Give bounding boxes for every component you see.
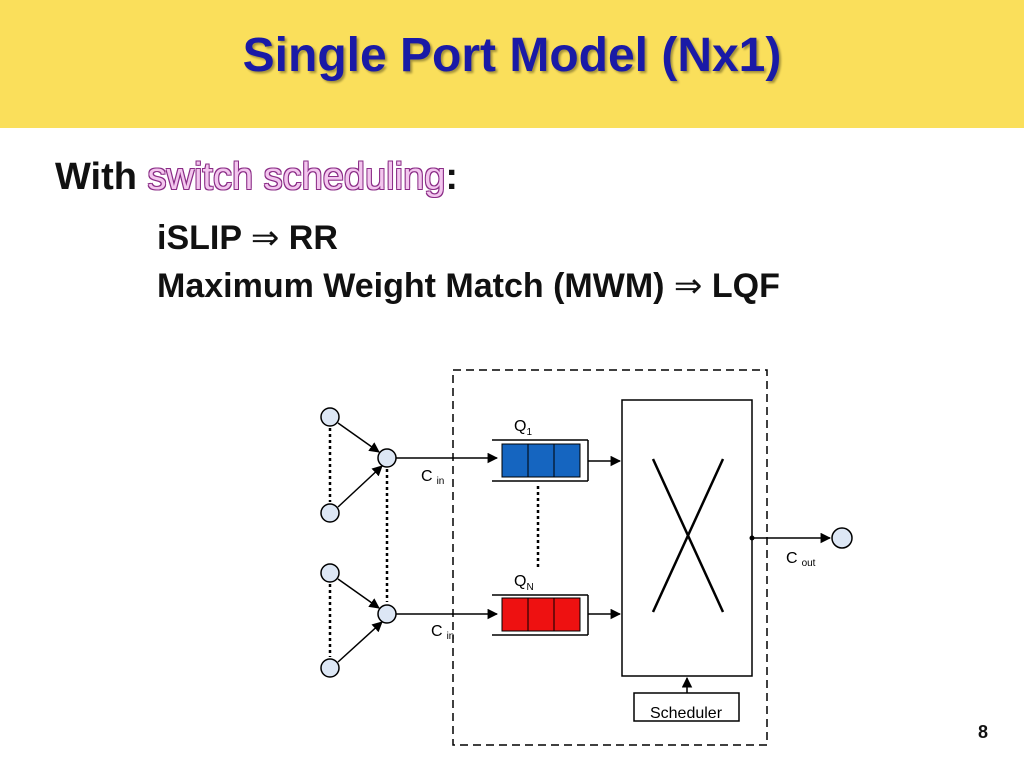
source-node (320, 658, 340, 678)
ellipsis-lines (328, 428, 540, 657)
with-suffix: : (445, 156, 458, 198)
aggregator-node (377, 604, 397, 624)
crossbar-input-arrows (588, 455, 622, 620)
input-nodes (320, 407, 853, 678)
scheduler-label: Scheduler (650, 705, 723, 722)
title-bar (0, 0, 1024, 128)
rr-text: RR (279, 219, 338, 257)
mwm-line: Maximum Weight Match (MWM) ⇒ LQF (157, 266, 780, 306)
with-line: With switch scheduling: (55, 156, 458, 199)
implies-arrow-icon: ⇒ (673, 267, 703, 305)
source-node (320, 503, 340, 523)
source-node (320, 563, 340, 583)
queue-q1 (492, 439, 589, 482)
islip-line: iSLIP ⇒ RR (157, 218, 338, 258)
output-node (831, 527, 853, 549)
mwm-text: Maximum Weight Match (MWM) (157, 267, 674, 305)
queue-qn-label: QN (514, 573, 534, 593)
lqf-text: LQF (702, 267, 780, 305)
aggregator-node (377, 448, 397, 468)
queue-q1-label: Q1 (514, 418, 532, 438)
slide-title: Single Port Model (Nx1) (242, 29, 782, 82)
with-prefix: With (55, 156, 148, 198)
implies-arrow-icon: ⇒ (250, 219, 280, 257)
queue-input-arrows (396, 452, 499, 620)
port-boundary (452, 369, 768, 746)
page-number: 8 (978, 722, 989, 742)
switch-scheduling-highlight: switch scheduling (147, 156, 446, 198)
islip-text: iSLIP (157, 219, 251, 257)
scheduler-box (633, 692, 740, 722)
crossbar-x-icon (651, 458, 725, 613)
input-arrows (337, 422, 383, 663)
source-node (320, 407, 340, 427)
queue-qn (492, 594, 589, 636)
output-arrow (749, 532, 832, 544)
